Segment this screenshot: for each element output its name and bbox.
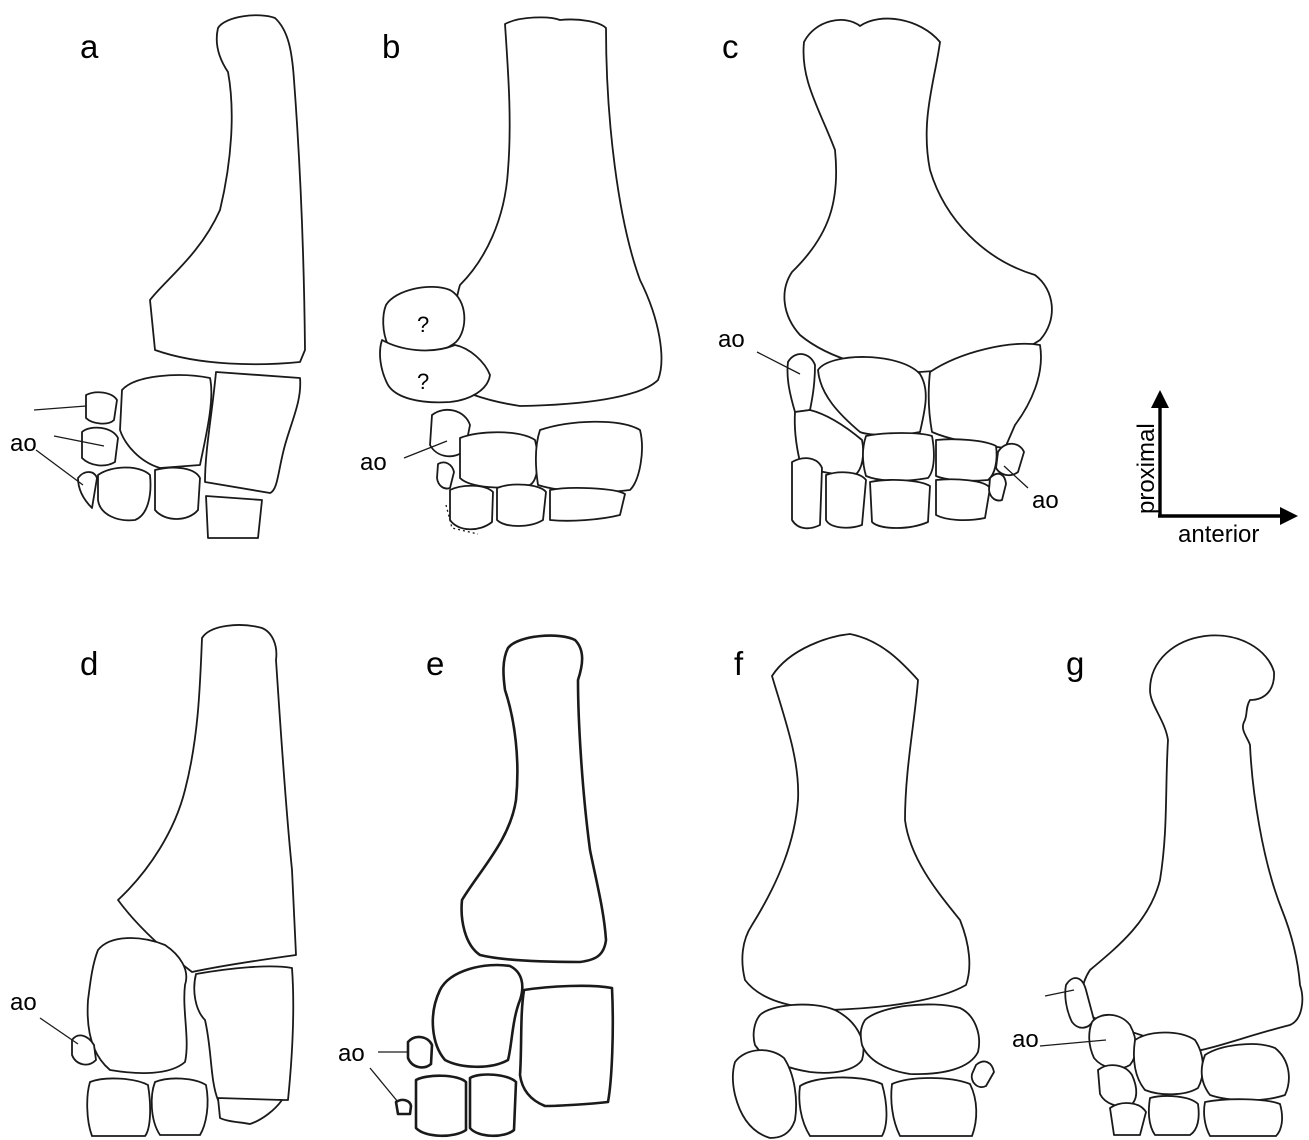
anterior-label: anterior: [1178, 521, 1259, 548]
panel-label-a: a: [80, 28, 99, 65]
ao-label: ao: [1032, 487, 1059, 514]
phalanx: [1110, 1103, 1146, 1135]
carpal-element: [520, 986, 613, 1106]
unknown-mark: ?: [417, 312, 429, 337]
propodial-bone: [1082, 635, 1302, 1052]
phalanx: [416, 1076, 466, 1136]
panel-g: g ao: [1012, 635, 1302, 1136]
phalanx: [155, 468, 200, 519]
panel-c: c ao ao: [718, 19, 1059, 529]
panel-label-e: e: [426, 645, 444, 682]
phalanx: [936, 479, 990, 520]
accessory-ossicle: [996, 444, 1024, 475]
phalanx: [891, 1078, 976, 1136]
carpal-element: [194, 966, 293, 1100]
carpal-element: [460, 432, 538, 487]
panel-f: f: [733, 634, 994, 1138]
accessory-ossicle: [78, 472, 97, 508]
phalanx: [1149, 1096, 1199, 1135]
phalanx: [218, 1098, 282, 1124]
orientation-indicator: proximal anterior: [1133, 390, 1298, 548]
accessory-ossicle: [82, 428, 118, 466]
carpal-element: [1202, 1044, 1289, 1100]
panel-label-b: b: [382, 28, 400, 65]
phalanx: [826, 472, 866, 527]
panel-label-d: d: [80, 645, 98, 682]
accessory-ossicle: [396, 1100, 411, 1114]
propodial-bone: [150, 15, 305, 364]
carpal-element: [1098, 1065, 1136, 1106]
phalanx: [206, 496, 262, 538]
carpal-element: [120, 375, 211, 468]
ao-leader-line: [34, 406, 86, 410]
panel-e: e ao: [338, 636, 613, 1136]
phalanx: [152, 1078, 208, 1135]
ao-label: ao: [1012, 1026, 1039, 1053]
carpal-element: [88, 938, 187, 1073]
ao-leader-line: [36, 450, 83, 485]
ao-leader-line: [40, 1018, 78, 1044]
phalanx: [450, 486, 493, 530]
panel-b: b ? ? ao: [360, 17, 661, 534]
accessory-ossicle: [989, 474, 1006, 501]
carpal-element: [536, 422, 642, 492]
proximal-label: proximal: [1133, 423, 1160, 514]
ao-label: ao: [10, 989, 37, 1016]
panel-label-f: f: [734, 645, 744, 682]
phalanx: [550, 488, 625, 521]
phalanx: [87, 1078, 150, 1136]
panel-d: d ao: [10, 625, 296, 1136]
phalanx: [497, 485, 546, 526]
accessory-ossicle: [787, 354, 815, 412]
propodial-bone: [440, 17, 661, 406]
unknown-mark: ?: [417, 369, 429, 394]
phalanx: [98, 468, 150, 521]
panel-label-g: g: [1066, 645, 1084, 682]
panel-label-c: c: [722, 28, 739, 65]
right-arrow-icon: [1280, 507, 1298, 525]
accessory-ossicle: [972, 1061, 994, 1087]
ao-label: ao: [10, 430, 37, 457]
phalanx: [1204, 1099, 1282, 1136]
phalanx: [733, 1050, 796, 1138]
carpal-element: [863, 433, 934, 481]
ao-label: ao: [718, 326, 745, 353]
accessory-ossicle: [437, 462, 454, 488]
up-arrow-icon: [1151, 390, 1169, 408]
carpal-element: [1134, 1033, 1203, 1095]
propodial-bone: [742, 634, 969, 1010]
accessory-ossicle: [1089, 1015, 1136, 1069]
carpal-element: [936, 439, 997, 481]
carpal-element: [205, 372, 300, 493]
ao-label: ao: [360, 449, 387, 476]
carpal-element: [433, 965, 522, 1067]
ao-label: ao: [338, 1040, 365, 1067]
accessory-ossicle: [86, 392, 117, 423]
panel-a: a ao: [10, 15, 305, 538]
phalanx: [870, 480, 930, 528]
ao-leader-line: [370, 1068, 398, 1102]
phalanx: [792, 458, 822, 528]
propodial-bone: [462, 636, 606, 962]
phalanx: [799, 1077, 886, 1136]
propodial-bone: [118, 625, 296, 972]
phalanx: [470, 1075, 516, 1136]
propodial-bone: [784, 19, 1051, 372]
carpal-element: [861, 1004, 979, 1074]
accessory-ossicle: [408, 1037, 432, 1067]
